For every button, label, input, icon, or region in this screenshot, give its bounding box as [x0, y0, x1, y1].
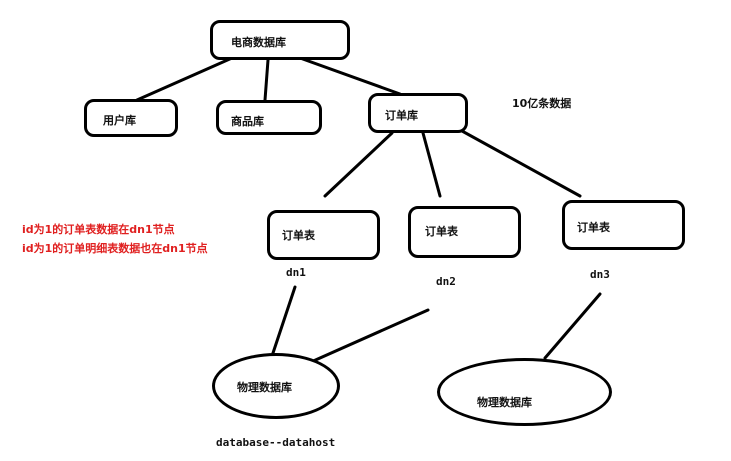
- edge-order-table3: [451, 124, 582, 198]
- ecommerce-db-label: 电商数据库: [231, 36, 286, 49]
- order-table-node-2: 订单表: [408, 206, 521, 258]
- order-table-node-1: 订单表: [267, 210, 380, 260]
- order-db-node: 订单库: [368, 93, 468, 133]
- physical-db-label-1: 物理数据库: [237, 381, 292, 394]
- dn2-label: dn2: [436, 275, 456, 288]
- product-db-node: 商品库: [216, 100, 322, 135]
- dn3-label: dn3: [590, 268, 610, 281]
- edge-root-product: [263, 58, 270, 102]
- physical-db-label-2: 物理数据库: [477, 396, 532, 409]
- edge-order-table1: [323, 131, 394, 198]
- physical-db-node-2: 物理数据库: [437, 358, 612, 426]
- order-table-label-2: 订单表: [425, 225, 458, 238]
- order-table-label-1: 订单表: [282, 229, 315, 242]
- edge-root-user: [135, 56, 234, 102]
- edge-dn3-physical2: [543, 292, 602, 360]
- edge-dn2-physical1: [300, 308, 430, 368]
- database-datahost-label: database--datahost: [216, 436, 336, 449]
- user-db-label: 用户库: [103, 114, 136, 127]
- dn1-label: dn1: [286, 266, 306, 279]
- edge-order-table2: [421, 131, 442, 198]
- order-table-label-3: 订单表: [577, 221, 610, 234]
- note-order-detail: id为1的订单明细表数据也在dn1节点: [22, 242, 208, 255]
- note-order-table: id为1的订单表数据在dn1节点: [22, 223, 175, 236]
- product-db-label: 商品库: [231, 115, 264, 128]
- edge-dn1-physical1: [270, 285, 297, 358]
- order-db-label: 订单库: [385, 109, 418, 122]
- ecommerce-db-node: 电商数据库: [210, 20, 350, 60]
- physical-db-node-1: 物理数据库: [212, 353, 340, 419]
- order-table-node-3: 订单表: [562, 200, 685, 250]
- billion-rows-label: 10亿条数据: [512, 97, 572, 110]
- edge-root-order: [298, 56, 402, 96]
- user-db-node: 用户库: [84, 99, 178, 137]
